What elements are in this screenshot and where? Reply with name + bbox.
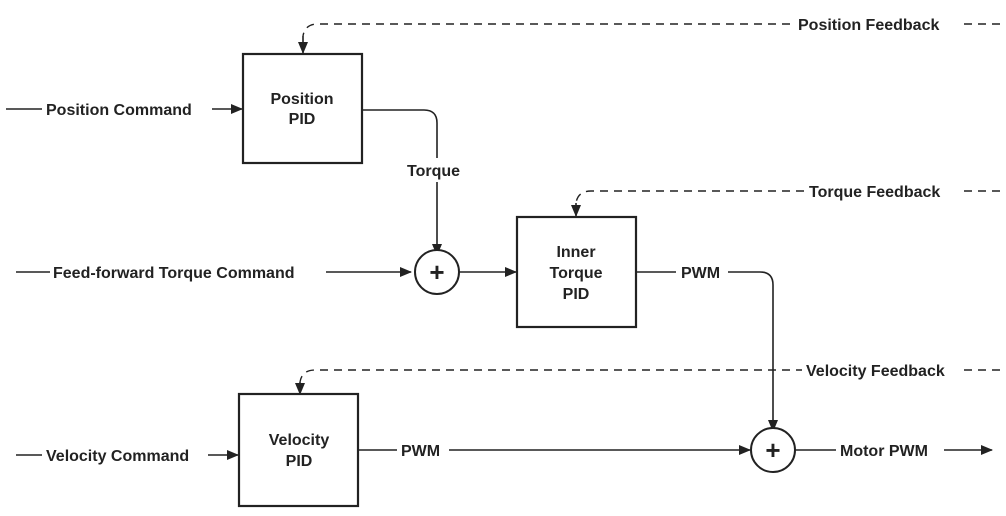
velocity-feedback-label: Velocity Feedback: [806, 363, 945, 380]
velocity-pid-block: Velocity PID: [237, 392, 360, 508]
position-command-path: Position Command: [6, 97, 243, 121]
position-pid-label-line2: PID: [289, 111, 316, 128]
velocity-command-path: Velocity Command: [16, 443, 239, 467]
feed-forward-path: Feed-forward Torque Command: [16, 260, 412, 284]
velocity-pwm-signal-path: PWM: [359, 438, 751, 462]
inner-torque-pid-block: Inner Torque PID: [515, 215, 638, 329]
velocity-pid-label-line2: PID: [286, 453, 313, 470]
inner-torque-pid-label-line1: Inner: [556, 244, 595, 261]
velocity-pid-label-line1: Velocity: [269, 432, 330, 449]
torque-summing-junction: +: [414, 249, 460, 295]
motor-pwm-output-path: Motor PWM: [795, 438, 993, 462]
velocity-feedback-path: Velocity Feedback: [295, 358, 1000, 395]
torque-feedback-path: Torque Feedback: [571, 179, 1000, 217]
motor-summing-junction: +: [750, 427, 796, 473]
torque-feedback-label: Torque Feedback: [809, 184, 940, 201]
torque-signal-path: Torque: [363, 109, 460, 256]
inner-pwm-label: PWM: [681, 265, 720, 282]
plus-icon: +: [765, 435, 780, 465]
position-command-label: Position Command: [46, 102, 192, 119]
inner-torque-pid-label-line2: Torque: [549, 265, 602, 282]
velocity-command-label: Velocity Command: [46, 448, 189, 465]
torque-signal-label: Torque: [407, 163, 460, 180]
inner-pwm-signal-path: PWM: [637, 260, 778, 432]
feed-forward-torque-command-label: Feed-forward Torque Command: [53, 265, 295, 282]
inner-torque-pid-label-line3: PID: [563, 286, 590, 303]
velocity-pwm-label: PWM: [401, 443, 440, 460]
position-feedback-label: Position Feedback: [798, 17, 939, 34]
position-pid-block: Position PID: [241, 52, 364, 165]
plus-icon: +: [429, 257, 444, 287]
position-pid-label-line1: Position: [270, 91, 333, 108]
position-feedback-path: Position Feedback: [298, 12, 1000, 54]
motor-pwm-label: Motor PWM: [840, 443, 928, 460]
